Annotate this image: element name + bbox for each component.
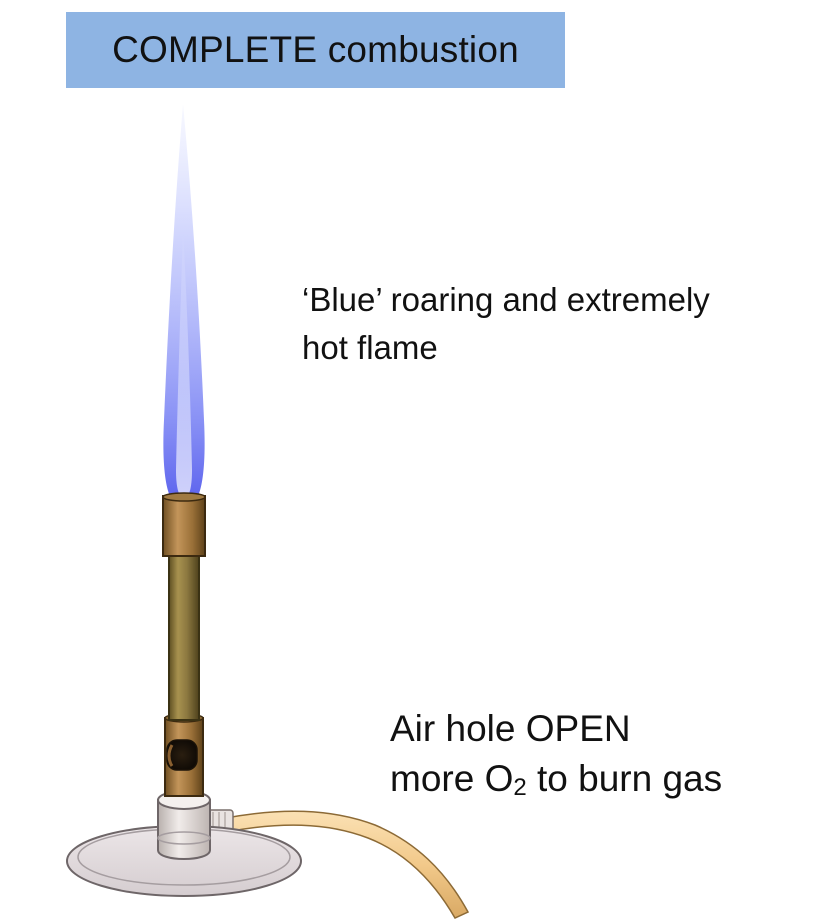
burn-gas-text: to burn gas — [526, 758, 723, 799]
oxygen-subscript: 2 — [513, 774, 527, 801]
gas-hose — [225, 810, 470, 919]
air-hole-description-line-2: more O2 to burn gas — [390, 754, 830, 804]
title-box: COMPLETE combustion — [66, 12, 565, 88]
oxygen-text: more O — [390, 758, 514, 799]
top-collar — [162, 495, 206, 557]
air-hole-description-line-1: Air hole OPEN — [390, 708, 631, 749]
flame-description-line-2: hot flame — [302, 329, 438, 366]
flame-core — [176, 230, 192, 496]
flame-description: ‘Blue’ roaring and extremely hot flame — [302, 276, 822, 372]
burner-barrel — [168, 555, 200, 721]
diagram-title: COMPLETE combustion — [112, 29, 519, 70]
burner-body — [157, 799, 211, 860]
air-hole — [166, 739, 198, 771]
air-hole-description: Air hole OPEN more O2 to burn gas — [390, 704, 830, 804]
flame-description-line-1: ‘Blue’ roaring and extremely — [302, 281, 710, 318]
